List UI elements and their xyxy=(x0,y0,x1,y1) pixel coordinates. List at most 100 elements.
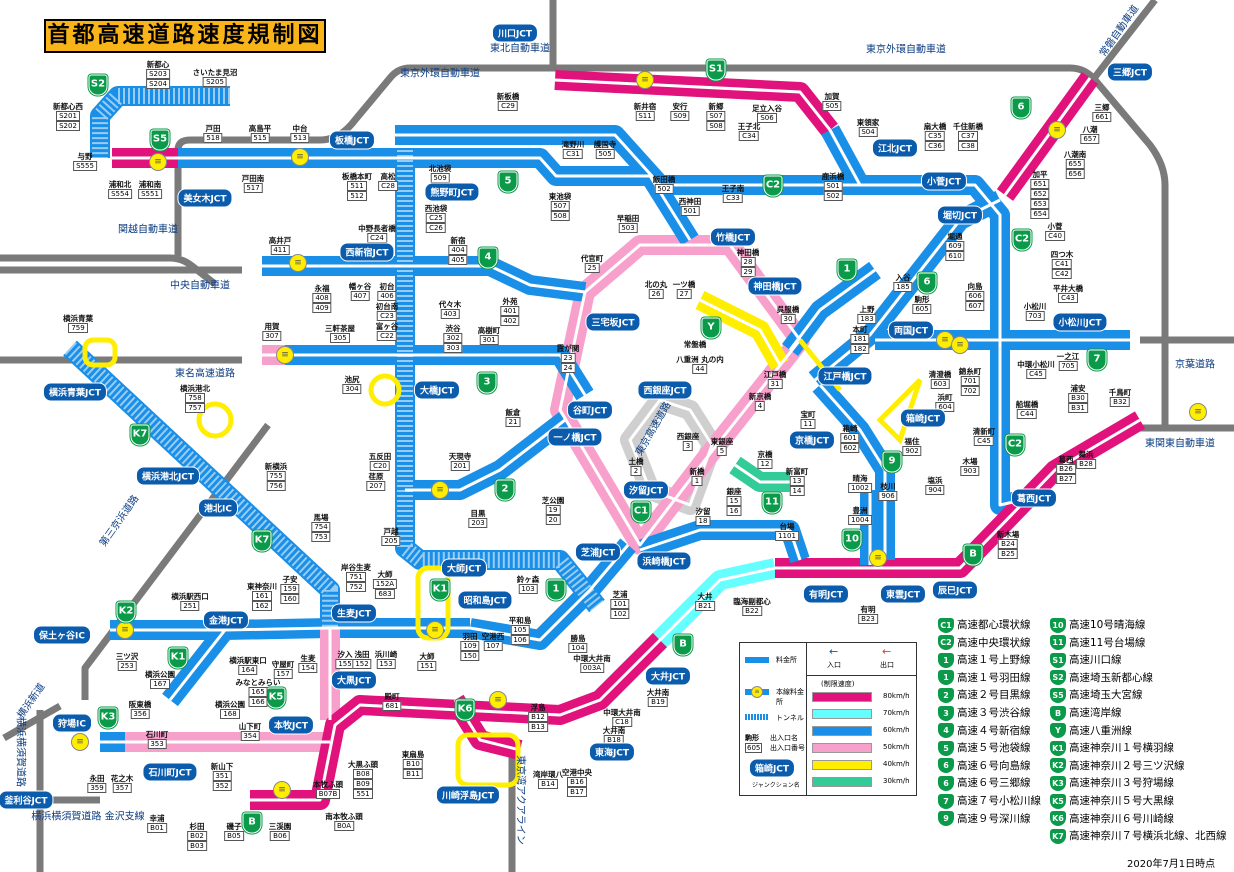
exit-number: B05 xyxy=(224,831,244,841)
jct-label: 美女木JCT xyxy=(177,188,233,208)
jct-label: 江戸橋JCT xyxy=(817,366,873,386)
exit-name: 晴海 xyxy=(852,474,868,483)
exit-number: 407 xyxy=(350,291,370,301)
exit-number: 4 xyxy=(754,401,766,411)
exit-number: 609 xyxy=(945,241,965,251)
exit-number: 167 xyxy=(150,679,170,689)
exit-name: 守屋町 xyxy=(271,660,295,669)
exit-number: 353 xyxy=(147,739,167,749)
exit-name: 芝公園 xyxy=(541,496,565,505)
exit-number: 502 xyxy=(654,184,674,194)
exit-name: 木場 xyxy=(962,457,978,466)
exit-name: 東池袋 xyxy=(548,192,572,201)
exit-number: 606 xyxy=(965,291,985,301)
exit-number: 356 xyxy=(130,709,150,719)
route-shield-icon: 9 xyxy=(938,811,954,827)
exit-name: 横浜青葉 xyxy=(63,314,93,323)
jct-label: 横浜青葉JCT xyxy=(42,382,108,402)
exit-number: 157 xyxy=(273,669,293,679)
sample-exit-code: 605 xyxy=(745,743,763,753)
jct-label: 狩場IC xyxy=(52,713,92,733)
exit-number: 203 xyxy=(468,518,488,528)
exit-number: B28 xyxy=(1076,459,1096,469)
exit-number: S09 xyxy=(670,111,690,121)
exit-name: 新都心 xyxy=(146,60,170,69)
exit-number: 152 xyxy=(352,659,372,669)
exit-number: 2 xyxy=(630,466,642,476)
exit-number: B16 xyxy=(567,777,587,787)
speed-title: (制限速度) xyxy=(821,680,855,688)
exit-name: 八重洲 丸の内 xyxy=(676,355,724,364)
exit-name: 千鳥町 xyxy=(1108,388,1132,397)
exit-name: 豊洲 xyxy=(852,506,868,515)
exit-name: 大師 xyxy=(419,652,435,661)
ukishima-ramp xyxy=(455,732,521,788)
exit-number: 159 xyxy=(280,584,300,594)
exit-number: B13 xyxy=(528,722,548,732)
exit-number: B0A xyxy=(333,821,355,831)
exit-number: B10 xyxy=(403,759,423,769)
exit-number: 703 xyxy=(1025,311,1045,321)
exit-number: 515 xyxy=(250,133,270,143)
exit-name: 空港西 xyxy=(481,632,505,641)
lane-divider xyxy=(178,156,692,241)
main-toll-icon: ≡ xyxy=(273,781,291,799)
exit-number: S555 xyxy=(73,161,97,171)
exit-number: 150 xyxy=(460,651,480,661)
exit-number: 12 xyxy=(757,459,773,469)
exit-name: 浅田 xyxy=(354,650,370,659)
exit-number: 13 xyxy=(789,476,805,486)
exit-name: 新井宿 xyxy=(633,102,657,111)
exit-number: 181 xyxy=(850,334,870,344)
exit-name: 浦安 xyxy=(1070,384,1086,393)
exit-name: 永福 xyxy=(314,284,330,293)
exit-number: 402 xyxy=(500,316,520,326)
exit-number: 906 xyxy=(878,491,898,501)
exit-name: 西銀座 xyxy=(676,432,700,441)
main-toll-icon: ≡ xyxy=(636,71,654,89)
exit-number: 904 xyxy=(925,485,945,495)
jct-label: 大井JCT xyxy=(644,666,692,686)
exit-number: 701 xyxy=(960,376,980,386)
main-toll-icon: ≡ xyxy=(71,733,89,751)
route-name: 高速11号台場線 xyxy=(1069,636,1146,649)
exit-number: 508 xyxy=(550,211,570,221)
jct-label: 大師JCT xyxy=(440,558,488,578)
exit-name: 上野 xyxy=(859,305,875,314)
exit-number: 102 xyxy=(610,609,630,619)
route-shield-icon: 6 xyxy=(938,775,954,791)
exit-name: 北池袋 xyxy=(428,164,452,173)
external-road-label: 横浜横須賀道路 金沢支線 xyxy=(31,811,145,823)
route-name: 高速６号三郷線 xyxy=(957,777,1031,790)
route-name: 高速神奈川１号横羽線 xyxy=(1069,742,1174,755)
exit-number: 23 xyxy=(560,353,576,363)
exit-number: C40 xyxy=(1045,231,1065,241)
exit-name: 土橋 xyxy=(628,457,644,466)
exit-number: C35 xyxy=(925,131,945,141)
route-shield-icon: 2 xyxy=(495,479,515,501)
exit-number: B09 xyxy=(353,779,373,789)
exit-name: 護国寺 xyxy=(593,140,617,149)
exit-number: 25 xyxy=(584,263,600,273)
exit-number: 302 xyxy=(443,333,463,343)
route-shield-icon: 6 xyxy=(917,272,937,294)
exit-number: 27 xyxy=(676,289,692,299)
exit-name: 中野長者橋 xyxy=(358,224,396,233)
